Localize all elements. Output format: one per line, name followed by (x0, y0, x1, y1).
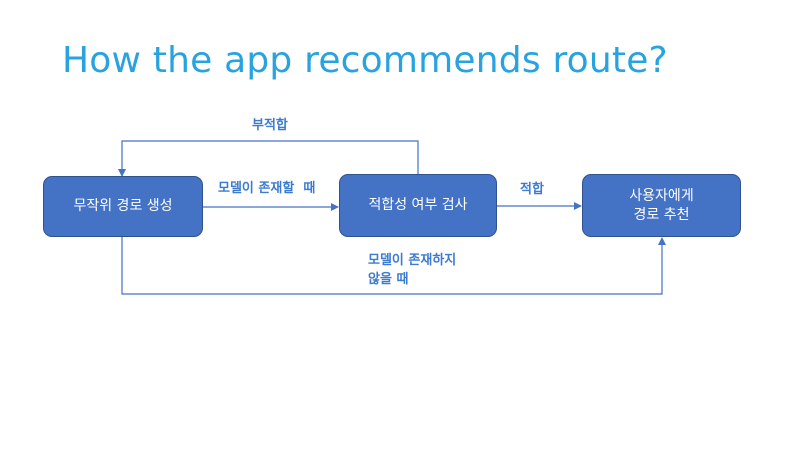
node-random-route: 무작위 경로 생성 (43, 176, 203, 237)
edge-label-no-model: 모델이 존재하지 않을 때 (368, 251, 456, 289)
node-random-route-label: 무작위 경로 생성 (73, 198, 173, 214)
edge-no-model-line (121, 237, 666, 295)
node-suitability-check: 적합성 여부 검사 (339, 174, 497, 237)
node-recommend-route: 사용자에게 경로 추천 (582, 174, 741, 237)
edge-label-model-exists: 모델이 존재할 때 (218, 181, 316, 196)
node-recommend-route-label-line1: 사용자에게 (629, 187, 694, 204)
edge-label-no-model-line1: 모델이 존재하지 (368, 253, 457, 268)
node-suitability-check-label: 적합성 여부 검사 (368, 197, 468, 213)
edge-label-unfit: 부적합 (252, 118, 288, 133)
slide-title: How the app recommends route? (62, 40, 668, 81)
edge-label-fit: 적합 (520, 182, 544, 197)
edge-label-no-model-line2: 않을 때 (368, 272, 409, 287)
edge-unfit-line (118, 140, 419, 177)
node-recommend-route-label-line2: 경로 추천 (633, 206, 690, 223)
